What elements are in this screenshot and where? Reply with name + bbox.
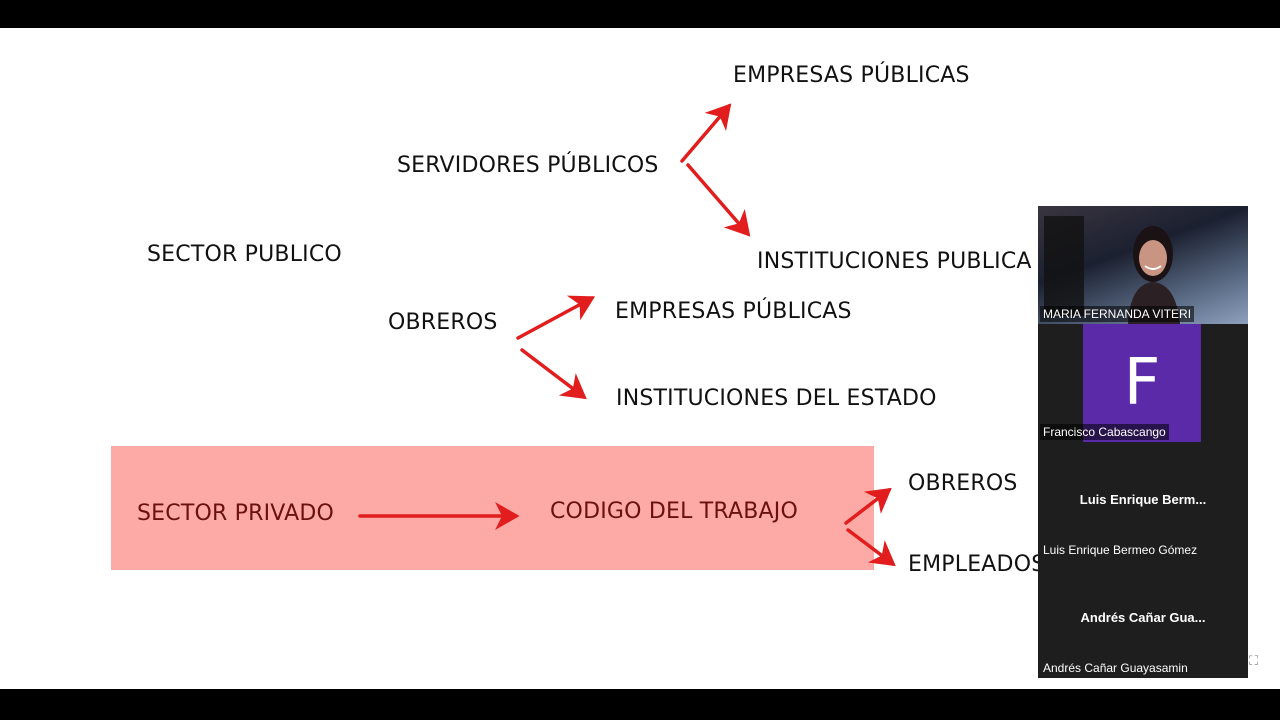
participant-name-francisco: Francisco Cabascango [1040, 424, 1169, 440]
label-empresas-publicas-top: EMPRESAS PÚBLICAS [733, 63, 970, 88]
label-sector-privado: SECTOR PRIVADO [137, 501, 335, 526]
participant-tile-francisco[interactable]: F Francisco Cabascango [1038, 324, 1248, 442]
arrow-obreros-empresas [516, 295, 596, 340]
label-instituciones-estado: INSTITUCIONES DEL ESTADO [616, 386, 937, 411]
participant-tile-luis[interactable]: Luis Enrique Berm... Luis Enrique Bermeo… [1038, 442, 1248, 560]
label-obreros-privado: OBREROS [908, 471, 1018, 496]
participant-name-luis: Luis Enrique Bermeo Gómez [1043, 543, 1198, 557]
label-instituciones-publicas: INSTITUCIONES PUBLICA [757, 249, 1032, 274]
participant-name-maria: MARIA FERNANDA VITERI [1040, 306, 1195, 322]
avatar: F [1083, 324, 1201, 442]
letterbox-top [0, 0, 1280, 28]
arrow-obreros-instituciones [520, 348, 587, 400]
participant-tile-andres[interactable]: Andrés Cañar Gua... Andrés Cañar Guayasa… [1038, 560, 1248, 678]
letterbox-bottom [0, 689, 1280, 720]
participant-display-name-luis: Luis Enrique Berm... [1079, 492, 1207, 507]
arrow-servidores-instituciones [686, 163, 751, 237]
arrow-servidores-empresas [680, 103, 732, 163]
participant-name-andres: Andrés Cañar Guayasamin [1043, 661, 1188, 675]
arrow-codigo-obreros [844, 487, 892, 525]
label-empleados: EMPLEADOS [908, 552, 1046, 577]
participant-display-name-andres: Andrés Cañar Gua... [1080, 610, 1206, 625]
expand-icon[interactable]: ⛶ [1249, 653, 1259, 668]
label-obreros-publico: OBREROS [388, 310, 498, 335]
label-empresas-publicas-mid: EMPRESAS PÚBLICAS [615, 299, 852, 324]
video-background-shelf [1044, 216, 1084, 316]
label-servidores-publicos: SERVIDORES PÚBLICOS [397, 153, 659, 178]
participant-tile-maria[interactable]: MARIA FERNANDA VITERI [1038, 206, 1248, 324]
arrow-codigo-empleados [846, 528, 896, 567]
diagram-arrows [358, 103, 896, 567]
participants-panel[interactable]: MARIA FERNANDA VITERI F Francisco Cabasc… [1038, 206, 1248, 678]
label-sector-publico: SECTOR PUBLICO [147, 242, 342, 267]
label-codigo-trabajo: CODIGO DEL TRABAJO [550, 499, 798, 524]
sector-privado-highlight [111, 446, 874, 570]
